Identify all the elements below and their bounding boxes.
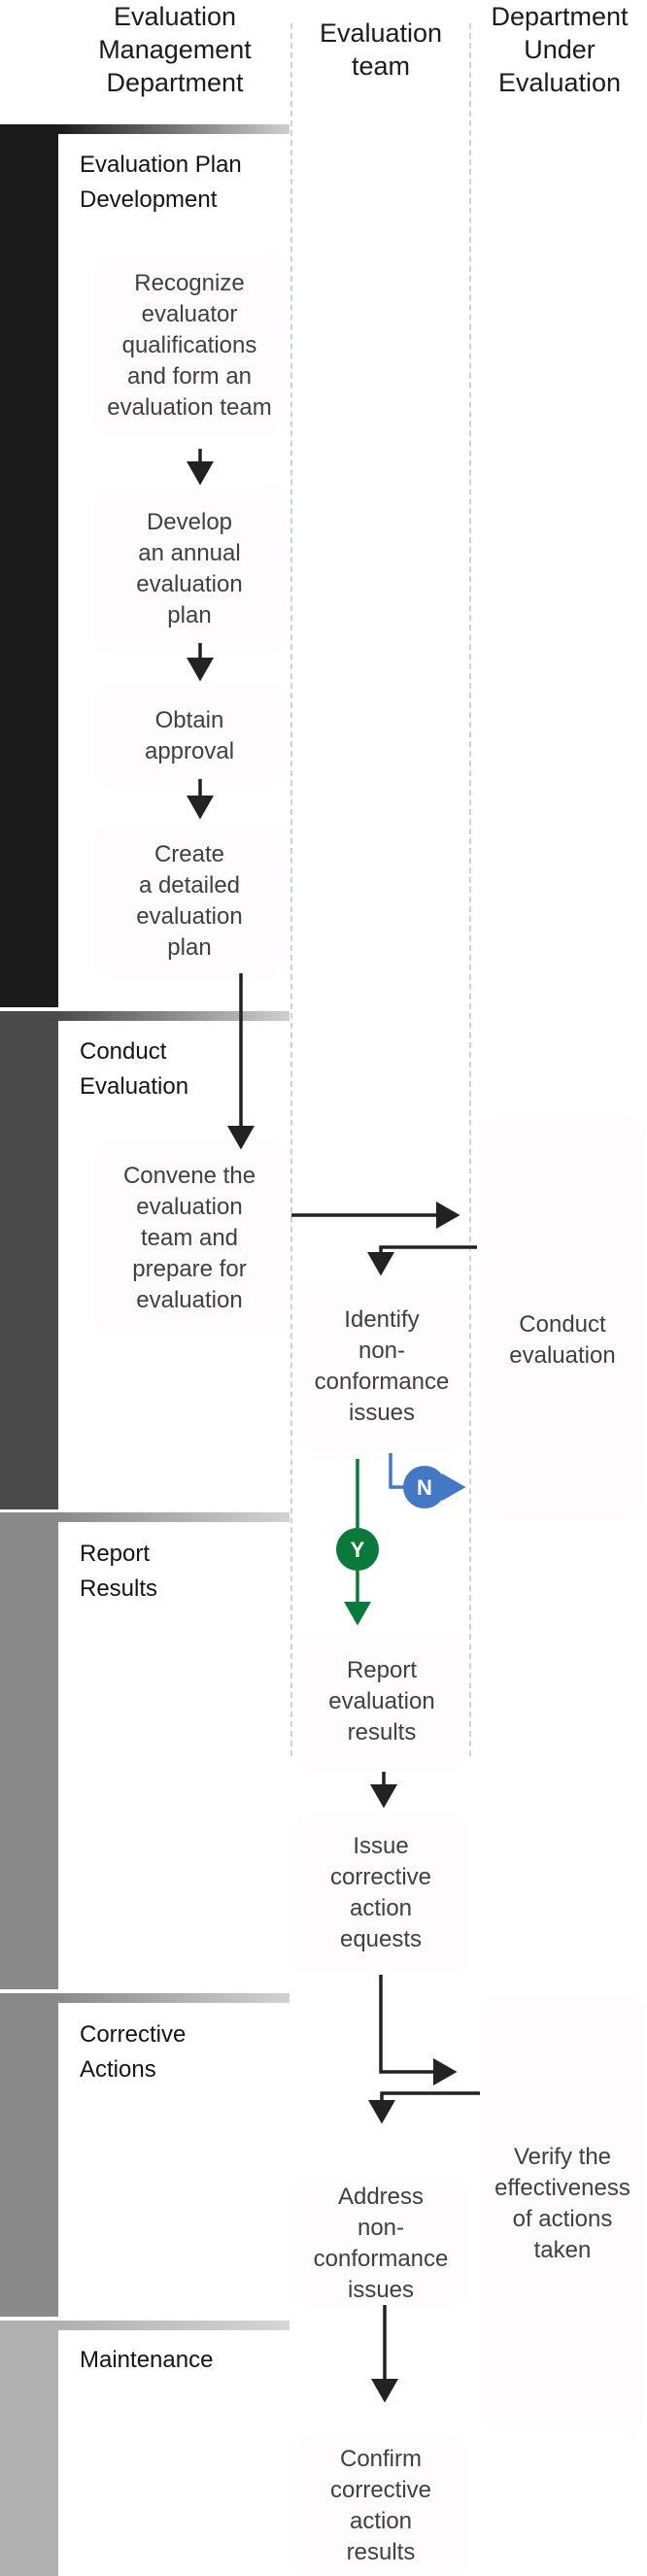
lane-header-management: Evaluation Management Department	[98, 2, 252, 97]
section-report-title: Report Results	[80, 1541, 158, 1602]
node-text: Recognize evaluator qualifications and f…	[107, 270, 272, 421]
section-plan-bar	[0, 124, 289, 134]
section-maintenance-title: Maintenance	[80, 2347, 214, 2373]
section-maintenance-bar	[0, 2321, 289, 2330]
node-convene-team[interactable]: Convene the evaluation team and prepare …	[93, 1141, 286, 1336]
section-plan-title: Evaluation Plan Development	[80, 152, 242, 213]
node-text: Develop an annual evaluation plan	[136, 509, 243, 628]
no-badge-circle	[403, 1466, 446, 1508]
node-develop-annual-plan[interactable]: Develop an annual evaluation plan	[93, 489, 286, 650]
node-text: Confirm corrective action results	[329, 2445, 432, 2565]
node-text: Report evaluation results	[328, 1657, 435, 1746]
node-conduct-evaluation[interactable]: Conduct evaluation	[480, 1117, 645, 1521]
lane-divider-1	[290, 23, 292, 1756]
node-text: Convene the evaluation team and prepare …	[122, 1163, 256, 1313]
node-text: Issue corrective action equests	[329, 1833, 432, 1952]
node-confirm-results[interactable]: Confirm corrective action results	[293, 2435, 468, 2576]
no-badge: N	[403, 1466, 446, 1508]
arrow-n9-n10	[379, 1975, 458, 2085]
yes-badge: Y	[336, 1528, 379, 1571]
section-conduct-bar	[0, 1011, 289, 1021]
node-text: Create a detailed evaluation plan	[136, 841, 243, 961]
node-issue-corrective-requests[interactable]: Issue corrective action equests	[293, 1813, 468, 1973]
section-conduct-sidebar	[0, 1011, 58, 1509]
node-identify-issues[interactable]: Identify non- conformance issues	[295, 1282, 468, 1451]
no-label: N	[417, 1475, 432, 1500]
node-create-detailed-plan[interactable]: Create a detailed evaluation plan	[93, 824, 286, 979]
section-conduct-title: Conduct Evaluation	[80, 1038, 189, 1100]
node-text: Identify non- conformance issues	[314, 1306, 450, 1426]
node-address-issues[interactable]: Address non- conformance issues	[293, 2181, 468, 2307]
lane-divider-2	[469, 23, 471, 1756]
node-text: Address non- conformance issues	[313, 2184, 449, 2303]
section-report-bar	[0, 1512, 289, 1522]
section-plan-sidebar	[0, 124, 58, 1007]
node-text: Conduct evaluation	[509, 1311, 616, 1369]
node-obtain-approval[interactable]: Obtain approval	[93, 686, 286, 787]
yes-label: Y	[351, 1538, 365, 1562]
section-corrective-bar	[0, 1993, 289, 2003]
yes-badge-circle	[336, 1528, 379, 1571]
lane-header-team: Evaluation team	[319, 18, 443, 81]
lane-header-department: Department Under Evaluation	[491, 2, 629, 97]
node-report-results[interactable]: Report evaluation results	[295, 1634, 468, 1770]
node-form-evaluation-team[interactable]: Recognize evaluator qualifications and f…	[93, 255, 286, 436]
arrow-n10-n11	[368, 2091, 480, 2124]
section-maintenance-sidebar	[0, 2321, 58, 2576]
section-corrective-sidebar	[0, 1993, 58, 2317]
node-verify-effectiveness[interactable]: Verify the effectiveness of actions take…	[480, 1996, 645, 2431]
node-text: Verify the effectiveness of actions take…	[494, 2144, 630, 2263]
section-report-sidebar	[0, 1512, 58, 1989]
section-corrective-title: Corrective Actions	[80, 2021, 187, 2083]
arrow-n6-n7	[367, 1245, 477, 1276]
node-text: Obtain approval	[144, 707, 235, 764]
